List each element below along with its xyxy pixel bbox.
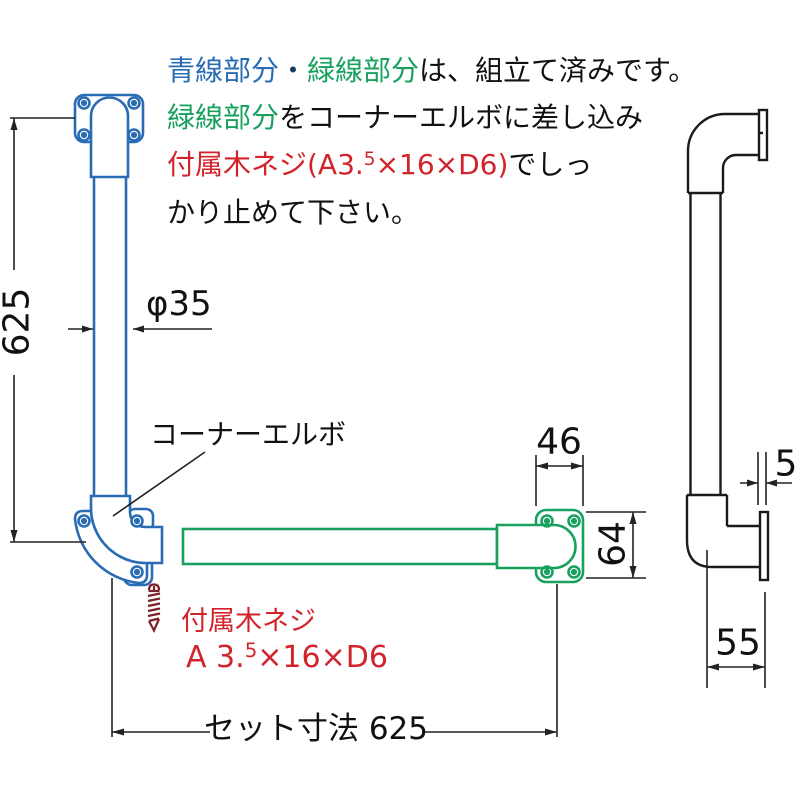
elbow-holes bbox=[77, 514, 144, 579]
instruction-line1-blue-part: 青線部分 bbox=[167, 54, 280, 87]
instruction-line1-green-part: 緑線部分 bbox=[307, 54, 420, 87]
horizontal-rail-drawing bbox=[181, 508, 585, 584]
dim-label-set-width: セット寸法 625 bbox=[203, 711, 429, 748]
dim-label-plate-thickness: 5 bbox=[774, 443, 798, 485]
instruction-line4-rest: かり止めて下さい。 bbox=[167, 196, 420, 229]
dim-label-flange-width: 46 bbox=[536, 421, 582, 463]
vertical-pipe bbox=[92, 177, 128, 496]
top-dome bbox=[89, 96, 130, 179]
screw-spec-inline-post: ×16×D6) bbox=[375, 148, 509, 182]
instruction-line1-dot: ・ bbox=[279, 54, 308, 87]
instruction-line3-rest: でしっ bbox=[508, 148, 593, 182]
side-bottom-bracket bbox=[685, 524, 760, 569]
side-bottom-sleeve bbox=[685, 493, 729, 540]
corner-elbow-leader-line bbox=[112, 451, 206, 517]
instruction-line2-green-part: 緑線部分 bbox=[167, 101, 280, 134]
dim-label-flange-height: 64 bbox=[592, 521, 634, 567]
screw-spec-label: A 3.5×16×D6 bbox=[186, 639, 388, 675]
end-flange-holes bbox=[540, 514, 581, 579]
dim-label-wall-offset: 55 bbox=[715, 622, 761, 664]
top-flange-holes bbox=[77, 96, 141, 142]
screw-icon bbox=[147, 583, 161, 634]
screw-spec-inline-sup: 5 bbox=[363, 149, 376, 170]
screw-name-label: 付属木ネジ bbox=[181, 606, 316, 637]
horizontal-pipe bbox=[181, 527, 499, 566]
dim-label-pipe-diameter: φ35 bbox=[146, 284, 212, 324]
instruction-line-3: 付属木ネジ(A3.5×16×D6)でしっ bbox=[167, 149, 592, 181]
side-top-elbow-outer bbox=[686, 112, 759, 193]
instruction-line-1: 青線部分・緑線部分は、組立て済みです。 bbox=[167, 54, 697, 87]
side-pipe bbox=[689, 193, 722, 495]
side-top-elbow-inner bbox=[721, 153, 759, 193]
instruction-line2-rest: をコーナーエルボに差し込み bbox=[279, 101, 644, 134]
dim-label-625-height: 625 bbox=[0, 287, 38, 357]
screw-spec-pre: A 3. bbox=[186, 639, 245, 675]
side-bottom-plate bbox=[758, 510, 770, 582]
side-top-plate bbox=[757, 108, 769, 162]
corner-elbow-label: コーナーエルボ bbox=[150, 418, 347, 451]
instruction-line1-rest: は、組立て済みです。 bbox=[419, 54, 697, 87]
screw-spec-post: ×16×D6 bbox=[257, 639, 388, 675]
screw-spec-sup: 5 bbox=[244, 639, 258, 662]
instruction-line-2: 緑線部分をコーナーエルボに差し込み bbox=[167, 101, 644, 134]
instruction-line-4: かり止めて下さい。 bbox=[167, 196, 420, 229]
dimension-lines bbox=[10, 117, 792, 737]
end-dome bbox=[495, 523, 577, 570]
screw-spec-inline-pre: 付属木ネジ(A3. bbox=[167, 148, 364, 182]
vertical-rail-drawing bbox=[73, 93, 164, 587]
side-view-drawing bbox=[685, 108, 770, 582]
